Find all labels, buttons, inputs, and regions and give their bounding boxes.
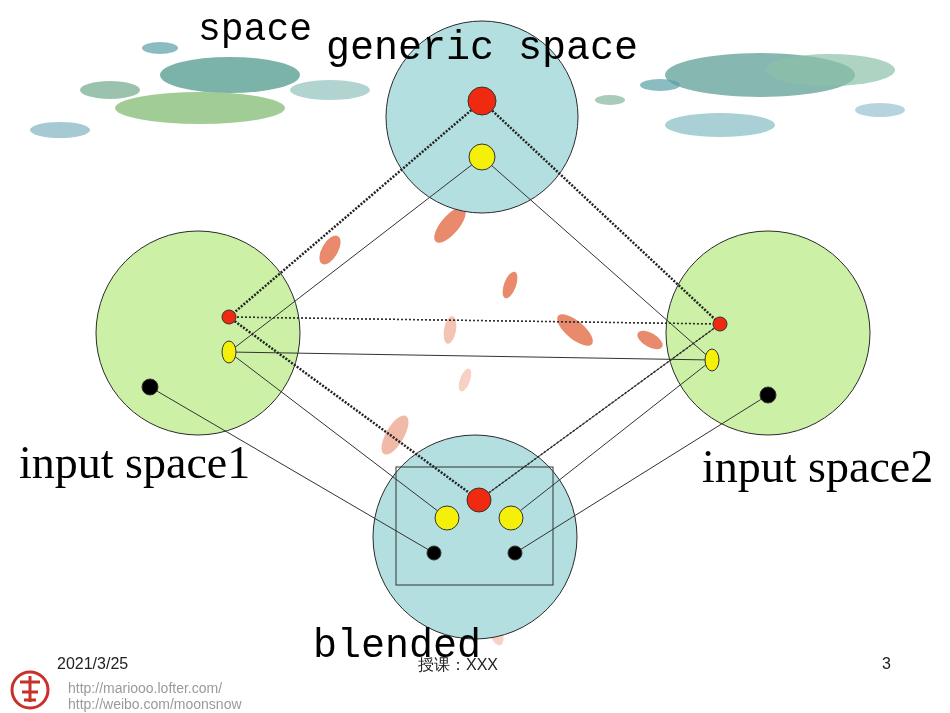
edge-group <box>229 101 720 500</box>
footer-text: 3 <box>882 655 891 673</box>
space-fragment: space <box>198 8 312 51</box>
circle-outline <box>665 230 871 436</box>
mapping-connector <box>482 101 720 324</box>
watermark-url: http://mariooo.lofter.com/ <box>68 680 222 696</box>
circle-outline <box>95 230 301 436</box>
circle-shape <box>96 231 300 435</box>
space-label: blended <box>313 624 481 669</box>
space-label: input space2 <box>702 440 933 493</box>
footer-text: 2021/3/25 <box>57 655 128 673</box>
koi-fish <box>315 202 666 647</box>
watermark-seal <box>12 672 48 708</box>
element-dots <box>142 87 776 560</box>
blend-frame <box>396 467 553 585</box>
mapping-connector <box>229 101 482 317</box>
mapping-lines <box>150 157 768 553</box>
space-circle <box>95 230 301 436</box>
space-label: generic space <box>305 26 659 71</box>
circle-outline <box>372 434 578 640</box>
space-circle <box>665 230 871 436</box>
circle-shape <box>666 231 870 435</box>
space-label: input space1 <box>19 436 250 489</box>
mapping-connector <box>479 324 720 500</box>
mapping-connector <box>229 317 720 324</box>
space-circle <box>372 434 578 640</box>
circle-shape <box>373 435 577 639</box>
mapping-connector <box>229 317 479 500</box>
watermark-url: http://weibo.com/moonsnow <box>68 696 242 712</box>
